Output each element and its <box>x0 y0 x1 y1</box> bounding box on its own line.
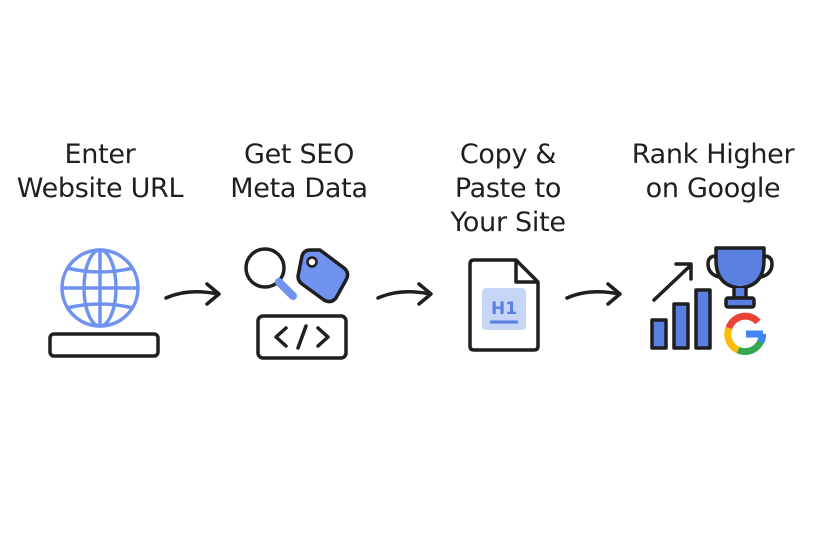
bar-chart-icon <box>650 288 712 350</box>
step-4-line-1: Rank Higher <box>631 139 795 170</box>
arrow-right-icon <box>164 282 221 306</box>
magnifier-icon <box>244 247 297 300</box>
tag-icon <box>296 248 350 304</box>
google-logo-icon <box>724 312 767 356</box>
step-4-line-2: on Google <box>645 173 781 204</box>
globe-icon <box>48 248 160 358</box>
arrow-right-icon <box>565 282 622 306</box>
step-1-line-1: Enter <box>64 139 136 170</box>
step-1-line-2: Website URL <box>16 173 184 204</box>
step-4-title: Rank Higher on Google <box>608 138 818 206</box>
arrow-right-icon <box>376 282 433 306</box>
step-3-line-3: Your Site <box>450 207 566 238</box>
trophy-icon <box>706 246 774 309</box>
growth-arrow-icon <box>652 262 693 302</box>
h1-document-icon: H1 <box>468 258 540 352</box>
step-3-line-1: Copy & <box>459 139 557 170</box>
code-icon <box>256 314 348 360</box>
step-2-title: Get SEO Meta Data <box>204 138 394 206</box>
step-1-title: Enter Website URL <box>0 138 200 206</box>
search-tag-code-icon <box>244 247 350 360</box>
step-3-line-2: Paste to <box>454 173 562 204</box>
trophy-chart-google-icon <box>650 246 774 356</box>
step-2-line-1: Get SEO <box>243 139 355 170</box>
step-3-title: Copy & Paste to Your Site <box>418 138 598 240</box>
h1-label: H1 <box>491 299 517 319</box>
step-2-line-2: Meta Data <box>230 173 368 204</box>
